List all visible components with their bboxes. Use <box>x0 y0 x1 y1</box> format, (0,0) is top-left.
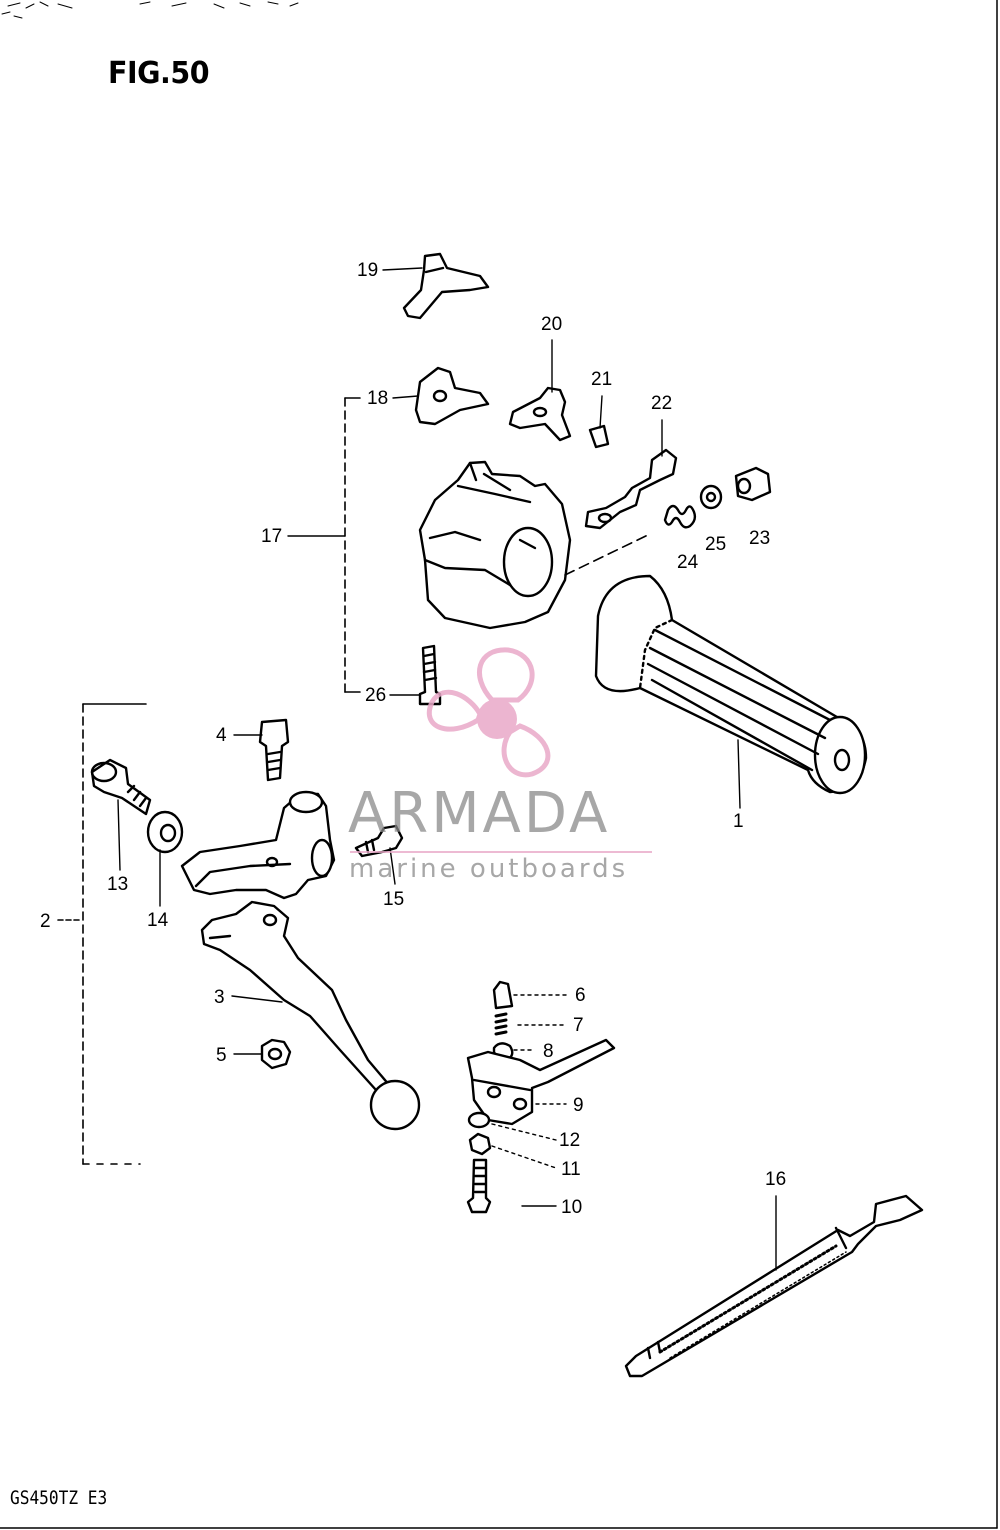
callout-12: 12 <box>559 1130 581 1151</box>
callout-13: 13 <box>107 874 129 895</box>
callout-4: 4 <box>216 725 227 746</box>
part-10-screw <box>466 1158 492 1214</box>
callout-10: 10 <box>561 1197 583 1218</box>
callout-18: 18 <box>367 388 389 409</box>
part-21-screw <box>588 424 610 449</box>
part-13-bolt <box>90 758 152 816</box>
callout-3: 3 <box>214 987 225 1008</box>
part-20-lever <box>508 386 572 442</box>
part-4-bolt <box>258 718 290 782</box>
callout-6: 6 <box>575 985 586 1006</box>
bracket-17 <box>344 397 361 693</box>
part-23-cap <box>734 466 772 502</box>
figure-title: FIG.50 <box>108 56 210 91</box>
part-5-nut <box>260 1038 292 1070</box>
watermark-name: ARMADA <box>348 781 611 846</box>
part-6-cap <box>492 980 514 1010</box>
callout-2: 2 <box>40 911 51 932</box>
leader-lines <box>117 267 777 1271</box>
part-7-spring <box>494 1012 508 1036</box>
callout-1: 1 <box>733 811 744 832</box>
callout-16: 16 <box>765 1169 787 1190</box>
part-26-screw <box>418 644 442 706</box>
watermark-propeller-icon <box>426 647 551 778</box>
bracket-2 <box>57 703 147 1165</box>
part-14-bushing <box>146 810 184 854</box>
watermark-tagline: marine outboards <box>349 854 629 884</box>
callout-7: 7 <box>573 1015 584 1036</box>
callout-19: 19 <box>357 260 379 281</box>
part-3-lever <box>200 900 421 1131</box>
callout-26: 26 <box>365 685 387 706</box>
callout-15: 15 <box>383 889 405 910</box>
part-17-switch-housing <box>418 460 572 630</box>
part-9-switch-body <box>466 1038 616 1126</box>
callout-14: 14 <box>147 910 169 931</box>
part-11-nut <box>468 1132 492 1156</box>
callout-22: 22 <box>651 393 673 414</box>
callout-24: 24 <box>677 552 699 573</box>
part-25-washer <box>699 484 723 510</box>
part-12-washer <box>467 1111 491 1129</box>
callout-11: 11 <box>561 1159 581 1180</box>
part-1-grip <box>594 574 868 795</box>
model-code: GS450TZ E3 <box>10 1487 108 1509</box>
callout-5: 5 <box>216 1045 227 1066</box>
callout-25: 25 <box>705 534 727 555</box>
part-18-knob <box>414 366 490 426</box>
callout-17: 17 <box>261 526 283 547</box>
part-24-spring <box>663 504 697 529</box>
part-19-knob <box>402 252 490 320</box>
watermark-divider <box>350 851 652 853</box>
scan-specks <box>1 1 299 19</box>
callout-20: 20 <box>541 314 563 335</box>
callout-9: 9 <box>573 1095 584 1116</box>
callout-23: 23 <box>749 528 771 549</box>
callout-21: 21 <box>591 369 613 390</box>
part-2-bracket <box>180 790 336 900</box>
callout-8: 8 <box>543 1041 554 1062</box>
part-16-cable-tie <box>624 1194 924 1378</box>
part-22-link <box>584 448 678 530</box>
